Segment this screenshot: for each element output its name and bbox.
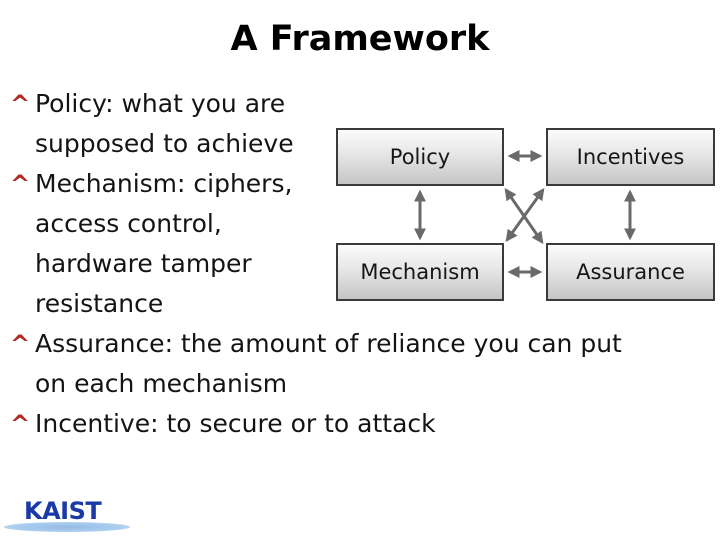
diagram-box-assurance: Assurance	[546, 243, 715, 301]
bullet-line-assurance-2: on each mechanism	[35, 369, 288, 398]
diagram-box-assurance-label: Assurance	[576, 260, 685, 284]
kaist-logo-swoosh	[4, 522, 130, 532]
kaist-logo: KAIST	[24, 497, 102, 525]
bullet-line-mechanism-3: hardware tamper	[35, 249, 252, 278]
diagram-box-incentives: Incentives	[546, 128, 715, 186]
bullet-line-mechanism-2: access control,	[35, 209, 222, 238]
arrow-incentives-mechanism	[505, 188, 545, 242]
bullet-caret-icon: ^	[10, 330, 31, 358]
bullet-caret-icon: ^	[10, 410, 31, 438]
diagram-box-mechanism-label: Mechanism	[360, 260, 480, 284]
bullet-line-policy-1: Policy: what you are	[35, 89, 286, 118]
bullet-caret-icon: ^	[10, 90, 31, 118]
diagram-box-policy-label: Policy	[389, 145, 451, 169]
bullet-line-mechanism-1: Mechanism: ciphers,	[35, 169, 293, 198]
arrow-policy-assurance	[504, 188, 544, 244]
bullet-line-policy-2: supposed to achieve	[35, 129, 294, 158]
slide-title: A Framework	[230, 19, 490, 59]
diagram-box-mechanism: Mechanism	[336, 243, 504, 301]
bullet-line-incentive-1: Incentive: to secure or to attack	[35, 409, 436, 438]
diagram-box-policy: Policy	[336, 128, 504, 186]
bullet-line-mechanism-4: resistance	[35, 289, 164, 318]
bullet-caret-icon: ^	[10, 170, 31, 198]
diagram-box-incentives-label: Incentives	[576, 145, 685, 169]
bullet-line-assurance-1: Assurance: the amount of reliance you ca…	[35, 329, 622, 358]
